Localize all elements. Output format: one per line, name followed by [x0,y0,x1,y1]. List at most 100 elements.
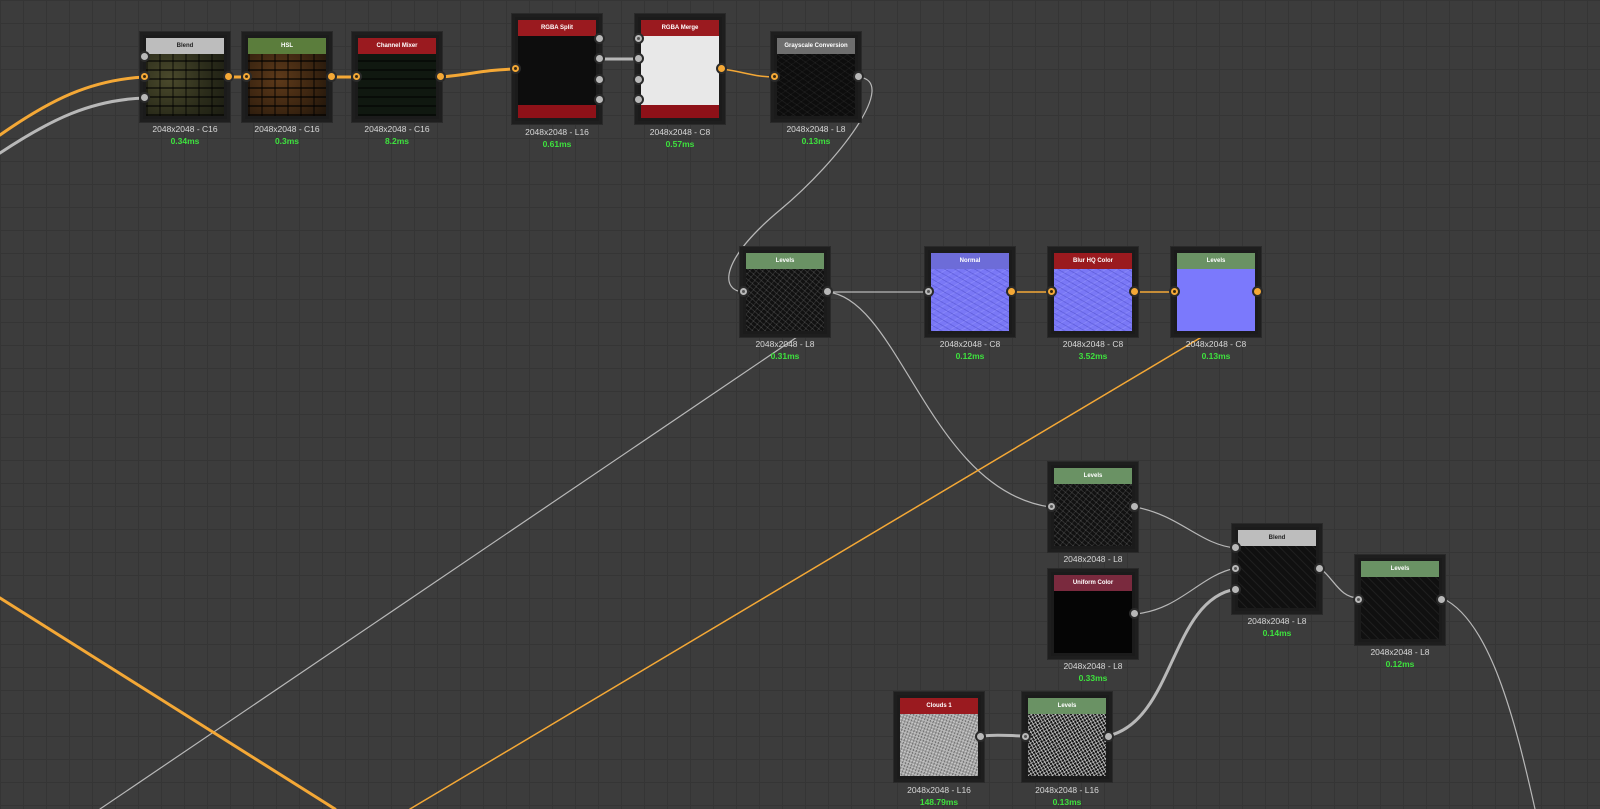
node-resolution: 2048x2048 - C8 [649,127,711,137]
node-hsl[interactable]: HSL [242,32,332,122]
node-info: 2048x2048 - L16 148.79ms [869,784,1009,808]
input-port[interactable] [139,92,150,103]
input-port[interactable] [1046,286,1057,297]
node-resolution: 2048x2048 - L8 [786,124,846,134]
node-thumbnail [900,714,978,776]
node-info: 2048x2048 - L8 0.13ms [746,123,886,147]
input-port[interactable] [241,71,252,82]
output-port[interactable] [1436,594,1447,605]
node-time: 8.2ms [384,136,410,146]
output-port[interactable] [1103,731,1114,742]
output-port[interactable] [594,94,605,105]
node-thumbnail [777,54,855,116]
node-levels[interactable]: Levels [740,247,830,337]
node-header: Levels [1361,561,1439,577]
node-header: Blend [146,38,224,54]
node-blur-hq-color[interactable]: Blur HQ Color [1048,247,1138,337]
input-port[interactable] [1230,584,1241,595]
wire-blend2-levels4 [1319,567,1360,599]
node-time: 0.13ms [1201,351,1231,361]
input-port[interactable] [738,286,749,297]
node-rgba-merge[interactable]: RGBA Merge [635,14,725,124]
output-port[interactable] [1252,286,1263,297]
output-port[interactable] [1006,286,1017,297]
node-levels[interactable]: Levels [1171,247,1261,337]
node-thumbnail [1054,484,1132,546]
output-port[interactable] [716,63,727,74]
node-time: 0.34ms [170,136,200,146]
output-port[interactable] [435,71,446,82]
node-channel-mixer[interactable]: Channel Mixer [352,32,442,122]
node-levels[interactable]: Levels [1048,462,1138,552]
node-time: 0.31ms [770,351,800,361]
node-info: 2048x2048 - C16 0.34ms [115,123,255,147]
node-time: 3.52ms [1078,351,1108,361]
output-port[interactable] [1129,286,1140,297]
input-port[interactable] [923,286,934,297]
node-info: 2048x2048 - C8 0.12ms [900,338,1040,362]
wire-clouds-levels5 [979,733,1027,738]
output-port[interactable] [1129,501,1140,512]
output-port[interactable] [594,74,605,85]
input-port[interactable] [1020,731,1031,742]
node-header: Grayscale Conversion [777,38,855,54]
node-resolution: 2048x2048 - C8 [939,339,1001,349]
node-blend[interactable]: Blend [140,32,230,122]
input-port[interactable] [351,71,362,82]
node-levels[interactable]: Levels [1022,692,1112,782]
node-clouds[interactable]: Clouds 1 [894,692,984,782]
node-header: Clouds 1 [900,698,978,714]
node-grayscale-conversion[interactable]: Grayscale Conversion [771,32,861,122]
wire-orange-thick [0,596,337,809]
wire-uniform-blend2 [1134,567,1237,615]
node-resolution: 2048x2048 - C16 [254,124,320,134]
node-rgba-split[interactable]: RGBA Split [512,14,602,124]
node-levels[interactable]: Levels [1355,555,1445,645]
input-port[interactable] [633,53,644,64]
node-thumbnail [1054,591,1132,653]
node-blend[interactable]: Blend [1232,524,1322,614]
output-port[interactable] [223,71,234,82]
node-info: 2048x2048 - L8 0.33ms [1023,660,1163,684]
input-port[interactable] [1353,594,1364,605]
input-port[interactable] [633,74,644,85]
node-uniform-color[interactable]: Uniform Color [1048,569,1138,659]
input-port[interactable] [1230,563,1241,574]
wire-mixer-split [438,67,517,79]
input-port[interactable] [633,33,644,44]
output-port[interactable] [853,71,864,82]
node-time: 148.79ms [919,797,959,807]
output-port[interactable] [594,53,605,64]
input-port[interactable] [1169,286,1180,297]
node-thumbnail [248,54,326,116]
input-port[interactable] [139,51,150,62]
input-port[interactable] [1046,501,1057,512]
input-port[interactable] [769,71,780,82]
node-header: Blur HQ Color [1054,253,1132,269]
node-info: 2048x2048 - L16 0.61ms [487,126,627,150]
output-port[interactable] [975,731,986,742]
node-header: Levels [1054,468,1132,484]
node-time: 0.3ms [274,136,300,146]
node-normal[interactable]: Normal [925,247,1015,337]
node-resolution: 2048x2048 - L16 [907,785,971,795]
output-port[interactable] [1129,608,1140,619]
node-info: 2048x2048 - C8 0.13ms [1146,338,1286,362]
output-port[interactable] [1314,563,1325,574]
input-port[interactable] [633,94,644,105]
input-port[interactable] [1230,542,1241,553]
node-info: 2048x2048 - C16 8.2ms [327,123,467,147]
node-resolution: 2048x2048 - L8 [1063,554,1123,564]
input-port[interactable] [139,71,150,82]
node-time: 0.12ms [955,351,985,361]
input-port[interactable] [510,63,521,74]
output-port[interactable] [326,71,337,82]
node-info: 2048x2048 - L8 0.12ms [1330,646,1470,670]
output-port[interactable] [594,33,605,44]
node-resolution: 2048x2048 - C16 [152,124,218,134]
node-resolution: 2048x2048 - C8 [1185,339,1247,349]
node-header: Channel Mixer [358,38,436,54]
node-thumbnail [1238,546,1316,608]
output-port[interactable] [822,286,833,297]
